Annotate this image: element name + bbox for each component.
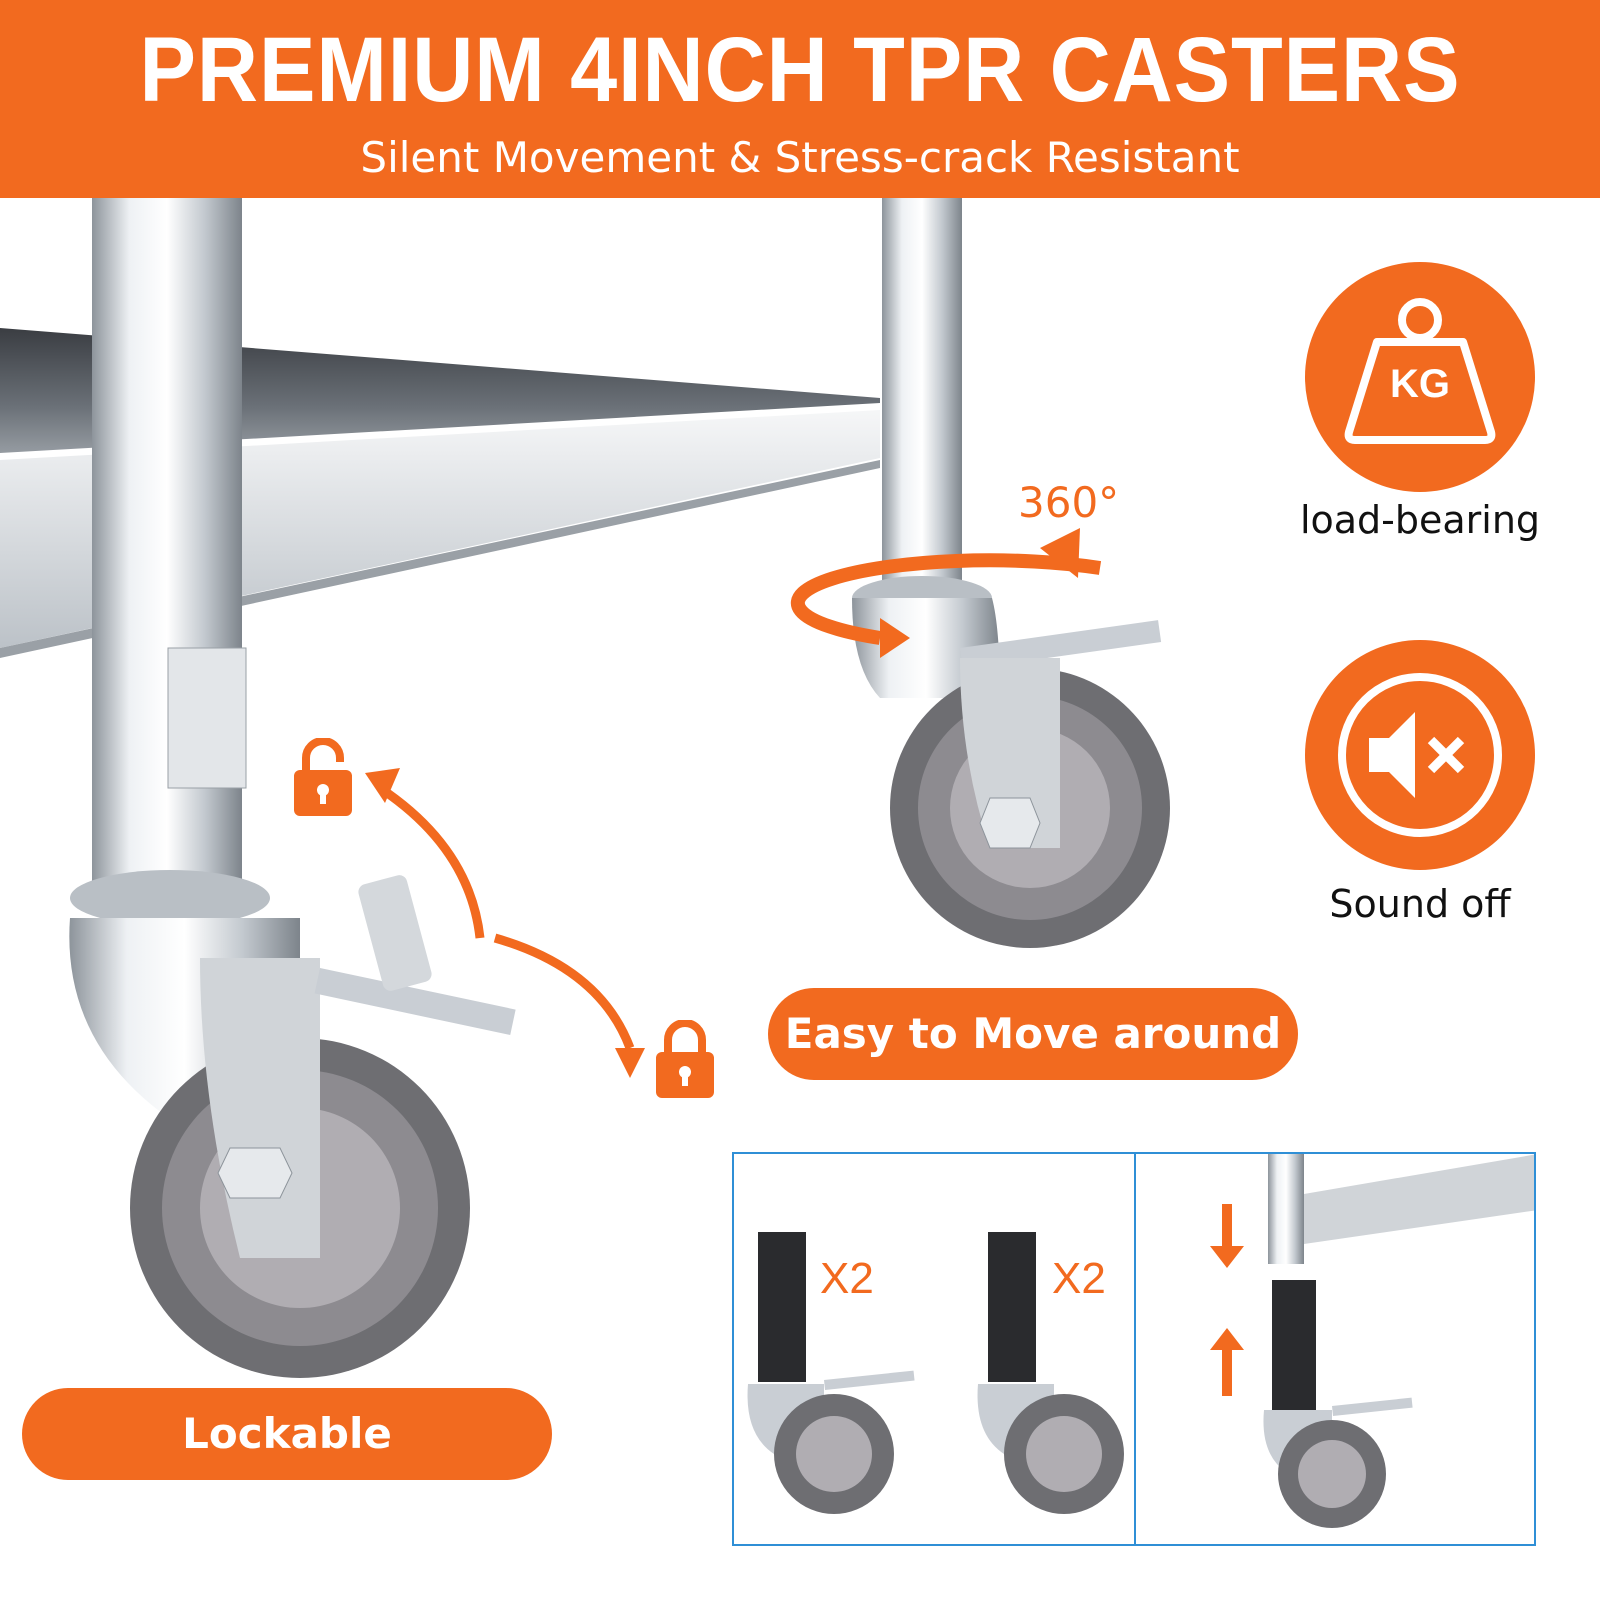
cart-illustration (0, 198, 1170, 1378)
caster-a (747, 1232, 915, 1514)
banner-title: PREMIUM 4INCH TPR CASTERS (139, 19, 1461, 121)
lockable-badge: Lockable (22, 1388, 552, 1480)
unlock-icon (294, 737, 352, 818)
feature-load-bearing: KG load-bearing (1290, 262, 1550, 542)
banner-subtitle: Silent Movement & Stress-crack Resistant (360, 133, 1240, 182)
down-arrow-icon (1210, 1204, 1244, 1268)
lock-arrows (365, 768, 645, 1078)
install-panel (1134, 1152, 1536, 1546)
rotation-label: 360° (1018, 478, 1120, 527)
weight-kg-icon: KG (1305, 262, 1535, 492)
sound-off-icon (1305, 640, 1535, 870)
back-leg (852, 198, 1170, 948)
weight-kg-text: KG (1390, 362, 1450, 406)
feature-load-bearing-label: load-bearing (1299, 498, 1541, 542)
header-banner: PREMIUM 4INCH TPR CASTERS Silent Movemen… (0, 0, 1600, 198)
caster-set-panel: X2 X2 (732, 1152, 1136, 1546)
quantity-a: X2 (820, 1254, 874, 1303)
quantity-b: X2 (1052, 1254, 1106, 1303)
front-leg (69, 198, 516, 1378)
feature-sound-off: Sound off (1290, 640, 1550, 930)
lock-icon (656, 1019, 714, 1100)
easy-move-badge: Easy to Move around (768, 988, 1298, 1080)
caster-b (977, 1232, 1124, 1514)
feature-sound-off-label: Sound off (1329, 882, 1511, 926)
rotation-arrows (790, 528, 1102, 658)
up-arrow-icon (1210, 1328, 1244, 1396)
